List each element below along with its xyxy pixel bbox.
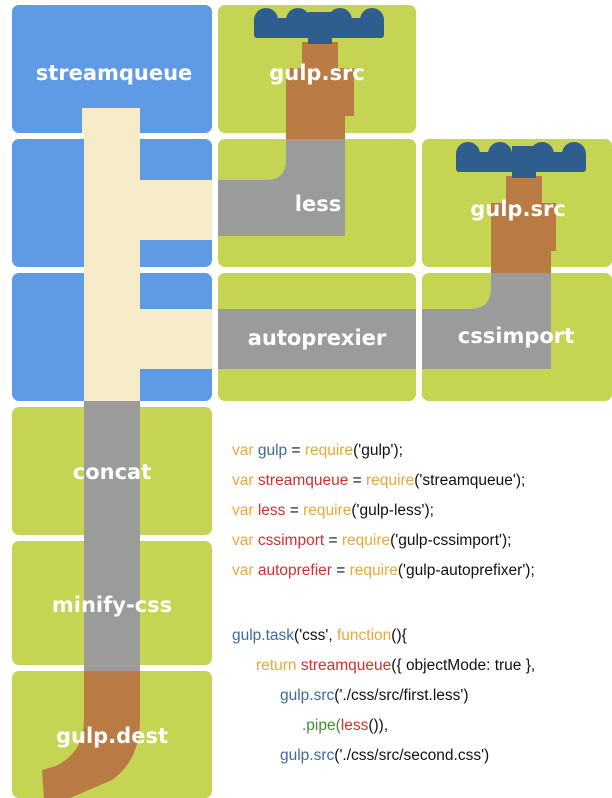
label-minify-css: minify-css	[51, 593, 173, 617]
cssimport-pipe	[422, 273, 551, 369]
code-line: var gulp = require('gulp');	[232, 442, 403, 459]
label-concat: concat	[72, 460, 152, 484]
label-gulp-src-2: gulp.src	[470, 197, 566, 221]
valve-handle-icon	[254, 8, 384, 44]
gulp-src-1-valve-body	[286, 68, 354, 116]
label-autoprexier: autoprexier	[247, 326, 387, 350]
gulp-src-2-valve-body	[491, 203, 556, 251]
code-line: gulp.src('./css/src/first.less')	[280, 687, 469, 704]
label-less: less	[294, 192, 342, 216]
code-line: return streamqueue({ objectMode: true },	[256, 657, 536, 674]
code-line: gulp.src('./css/src/second.css')	[280, 747, 490, 764]
code-line: var less = require('gulp-less');	[232, 502, 434, 519]
streamqueue-pipe-branch-1	[140, 180, 212, 240]
code-line: var streamqueue = require('streamqueue')…	[232, 472, 526, 489]
code-line: var autoprefier = require('gulp-autopref…	[232, 562, 535, 579]
gulp-dest-pipe	[42, 671, 140, 798]
valve-handle-icon	[456, 142, 586, 178]
code-line: var cssimport = require('gulp-cssimport'…	[232, 532, 512, 549]
streamqueue-pipe-top-flange	[82, 108, 140, 133]
label-gulp-src-1: gulp.src	[269, 61, 365, 85]
code-line: gulp.task('css', function(){	[232, 627, 407, 644]
label-gulp-dest: gulp.dest	[55, 724, 169, 748]
gulp-src-2-pipe	[491, 251, 551, 273]
less-pipe	[218, 139, 345, 236]
gulp-src-1-pipe	[286, 116, 345, 139]
streamqueue-pipe-trunk	[84, 133, 140, 401]
concat-pipe	[84, 401, 140, 671]
label-cssimport: cssimport	[457, 324, 575, 348]
streamqueue-pipe-branch-2	[140, 309, 212, 369]
code-line: .pipe(less()),	[302, 717, 389, 734]
autoprexier-pipe	[218, 309, 416, 369]
label-streamqueue: streamqueue	[35, 61, 193, 85]
